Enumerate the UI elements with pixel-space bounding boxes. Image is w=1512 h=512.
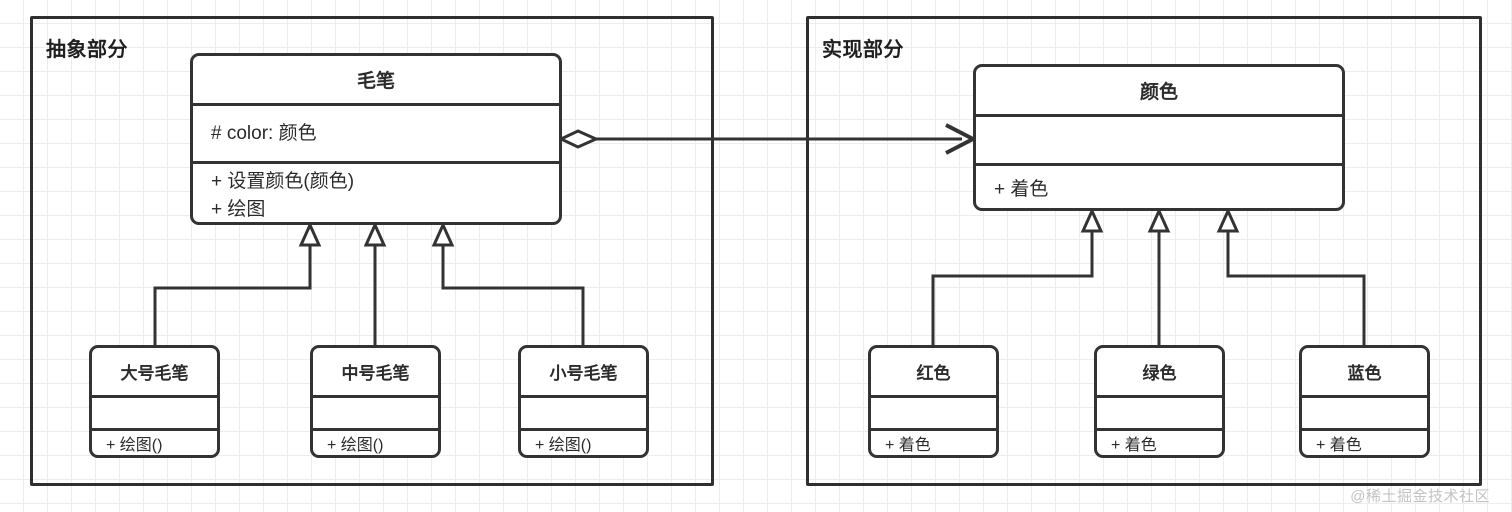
class-maobi-title: 毛笔 [356,71,395,92]
operation-row: + 绘图() [327,436,384,454]
operation-row: + 着色 [1316,436,1362,454]
operation-row: + 设置颜色(颜色) [211,171,355,193]
package-abstraction [30,16,714,486]
class-zhonghao-maobi[interactable]: 中号毛笔 + 绘图() [310,345,441,458]
class-lvse-attributes [1097,395,1222,428]
class-lanse[interactable]: 蓝色 + 着色 [1299,345,1430,458]
class-hongse-attributes [871,395,996,428]
operation-row: + 绘图() [535,436,592,454]
class-hongse[interactable]: 红色 + 着色 [868,345,999,458]
class-dahao-maobi-operations: + 绘图() [92,428,217,455]
class-maobi-attributes: # color: 颜色 [193,103,559,161]
operation-row: + 着色 [994,179,1049,201]
class-lvse[interactable]: 绿色 + 着色 [1094,345,1225,458]
class-yanse-operations: + 着色 [976,163,1342,208]
class-lvse-operations: + 着色 [1097,428,1222,455]
class-dahao-maobi-title: 大号毛笔 [120,364,189,383]
class-zhonghao-maobi-operations: + 绘图() [313,428,438,455]
class-hongse-title: 红色 [916,364,951,383]
class-maobi[interactable]: 毛笔 # color: 颜色 + 设置颜色(颜色) + 绘图 [190,53,562,225]
attribute-row: # color: 颜色 [211,122,317,144]
class-lvse-title: 绿色 [1142,364,1177,383]
operation-row: + 着色 [885,436,931,454]
class-zhonghao-maobi-attributes [313,395,438,428]
class-lanse-attributes [1302,395,1427,428]
class-maobi-operations: + 设置颜色(颜色) + 绘图 [193,161,559,222]
class-lanse-title: 蓝色 [1347,364,1382,383]
class-xiaohao-maobi-operations: + 绘图() [521,428,646,455]
class-xiaohao-maobi-attributes [521,395,646,428]
operation-row: + 绘图() [106,436,163,454]
package-implementation [806,16,1482,486]
class-xiaohao-maobi-title: 小号毛笔 [549,364,618,383]
class-lanse-operations: + 着色 [1302,428,1427,455]
watermark: @稀土掘金技术社区 [1350,488,1490,505]
class-xiaohao-maobi[interactable]: 小号毛笔 + 绘图() [518,345,649,458]
package-abstraction-label: 抽象部分 [46,39,128,61]
operation-row: + 着色 [1111,436,1157,454]
class-dahao-maobi[interactable]: 大号毛笔 + 绘图() [89,345,220,458]
class-yanse[interactable]: 颜色 + 着色 [973,64,1345,211]
package-implementation-label: 实现部分 [822,39,904,61]
class-yanse-attributes [976,114,1342,163]
class-dahao-maobi-attributes [92,395,217,428]
class-zhonghao-maobi-title: 中号毛笔 [341,364,410,383]
class-hongse-operations: + 着色 [871,428,996,455]
operation-row: + 绘图 [211,199,266,220]
class-yanse-title: 颜色 [1139,82,1178,103]
